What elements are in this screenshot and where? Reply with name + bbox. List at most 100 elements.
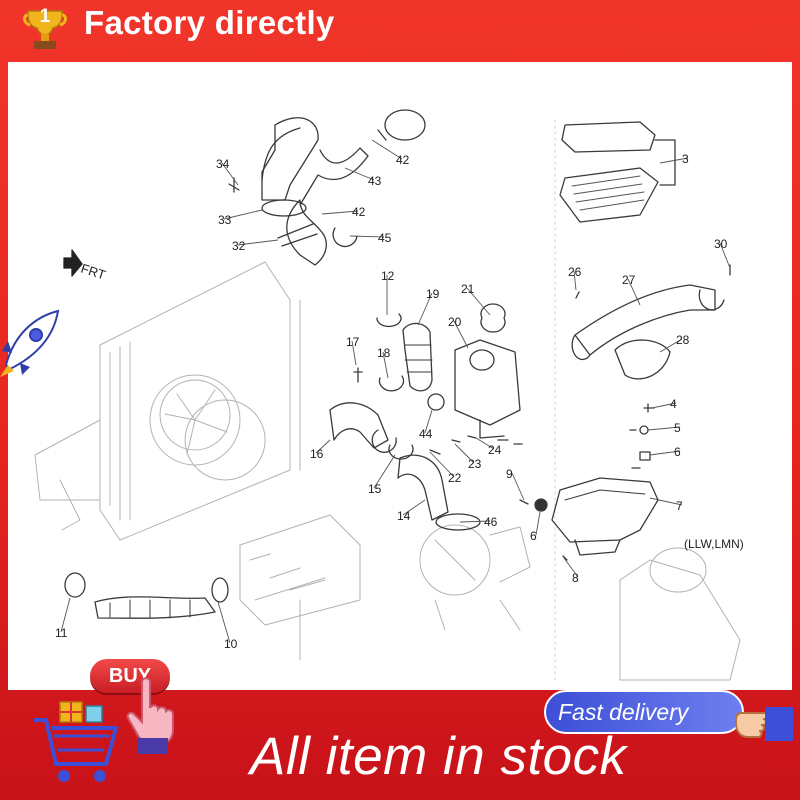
callout-leader (647, 426, 681, 431)
callout-leader (373, 454, 396, 489)
callout-leader (649, 450, 681, 456)
air-box-7 (551, 477, 659, 543)
turbo-sketch (419, 524, 531, 596)
nut-6 (534, 498, 548, 512)
callout-number: 8 (572, 571, 579, 585)
bolt-17 (353, 367, 363, 383)
callout-leader (351, 340, 357, 366)
clamp-46 (435, 513, 481, 531)
callout-leader (475, 437, 495, 450)
clamp-10 (211, 577, 229, 603)
callout-number: 28 (676, 333, 690, 347)
fast-delivery-button[interactable]: Fast delivery (544, 690, 744, 734)
callout-leader (454, 443, 475, 464)
callout-leader (417, 292, 433, 326)
callout-number: 23 (468, 457, 482, 471)
callout-number: 20 (448, 315, 462, 329)
callout-leader (382, 351, 389, 379)
resonator-20 (454, 339, 521, 426)
filter-element (559, 167, 659, 223)
callout-number: 10 (224, 637, 238, 651)
elbow-ribs (277, 223, 318, 247)
fasteners-22-24 (429, 435, 523, 455)
trophy-icon (23, 10, 67, 49)
callout-leader (649, 497, 683, 506)
air-box-7-rim (564, 489, 646, 501)
top-banner-text: Factory directly (84, 4, 335, 41)
grommet-44 (427, 393, 445, 411)
upper-hose-rib (261, 127, 301, 181)
bolt-34 (228, 177, 240, 193)
callout-leader (217, 601, 231, 644)
fan-ring-2 (184, 399, 266, 481)
callout-number: 30 (714, 237, 728, 251)
callout-number: 42 (352, 205, 366, 219)
bolt-8 (562, 555, 568, 561)
hose-14 (397, 454, 449, 521)
turbo-pipes (434, 599, 521, 631)
hose-19 (402, 322, 433, 392)
callout-leader (237, 239, 279, 246)
callout-leader (659, 157, 689, 164)
callout-number: 32 (232, 239, 246, 253)
frt-direction-label: FRT (79, 261, 108, 283)
hose-16-end (371, 429, 397, 453)
callout-leader (349, 235, 385, 238)
radiator-outline (99, 261, 291, 541)
callout-leader (60, 597, 71, 633)
bottom-banner-text: All item in stock (250, 727, 627, 786)
callout-number: 21 (461, 282, 475, 296)
callout-leader (223, 209, 263, 220)
lower-hose (94, 596, 216, 619)
callout-leader (573, 270, 577, 291)
lower-hose-ribs (109, 599, 191, 619)
callout-number: 9 (506, 467, 513, 481)
rocket-icon (0, 309, 60, 377)
callout-number: 7 (676, 499, 683, 513)
hose-19-ribs (404, 344, 433, 373)
callout-leader (466, 287, 491, 316)
bracket-left (34, 419, 101, 531)
callout-leader (344, 167, 375, 181)
resonator-20-mount (479, 419, 505, 439)
callout-leader (424, 409, 433, 434)
body-panel (619, 559, 741, 681)
hose-43 (299, 147, 369, 206)
fan-ring (149, 374, 241, 466)
callout-leader (563, 557, 579, 578)
fan-blades (164, 389, 228, 455)
callout-number: 6 (674, 445, 681, 459)
bolt-9 (519, 499, 529, 505)
buy-button[interactable]: BUY (90, 659, 170, 693)
callout-number: 4 (670, 397, 677, 411)
ring-45 (332, 227, 358, 248)
filter-pleats (571, 175, 645, 211)
callout-leader (429, 451, 455, 478)
callout-number: 16 (310, 447, 324, 461)
callout-leader (511, 472, 525, 501)
callout-leader (453, 320, 469, 349)
callout-leader (651, 402, 677, 409)
air-box-7-base (574, 539, 621, 556)
callout-number: 14 (397, 509, 411, 523)
filter-lid (561, 121, 656, 153)
duct-27-end (571, 334, 591, 361)
callout-number: 5 (674, 421, 681, 435)
callout-leader (459, 520, 491, 523)
pin-26 (575, 291, 580, 299)
callout-leader (627, 278, 641, 306)
callout-number: 44 (419, 427, 433, 441)
callout-number: 12 (381, 269, 395, 283)
engine-code-label: (LLW,LMN) (684, 537, 744, 551)
resonator-20-port (469, 349, 495, 371)
callout-number: 26 (568, 265, 582, 279)
grommet-6 (631, 451, 651, 469)
callout-bracket-3 (654, 139, 676, 186)
clamp-11 (64, 572, 86, 598)
clamp-15 (388, 444, 414, 460)
callout-number: 3 (682, 152, 689, 166)
upper-hose (261, 117, 319, 201)
callout-number: 42 (396, 153, 410, 167)
